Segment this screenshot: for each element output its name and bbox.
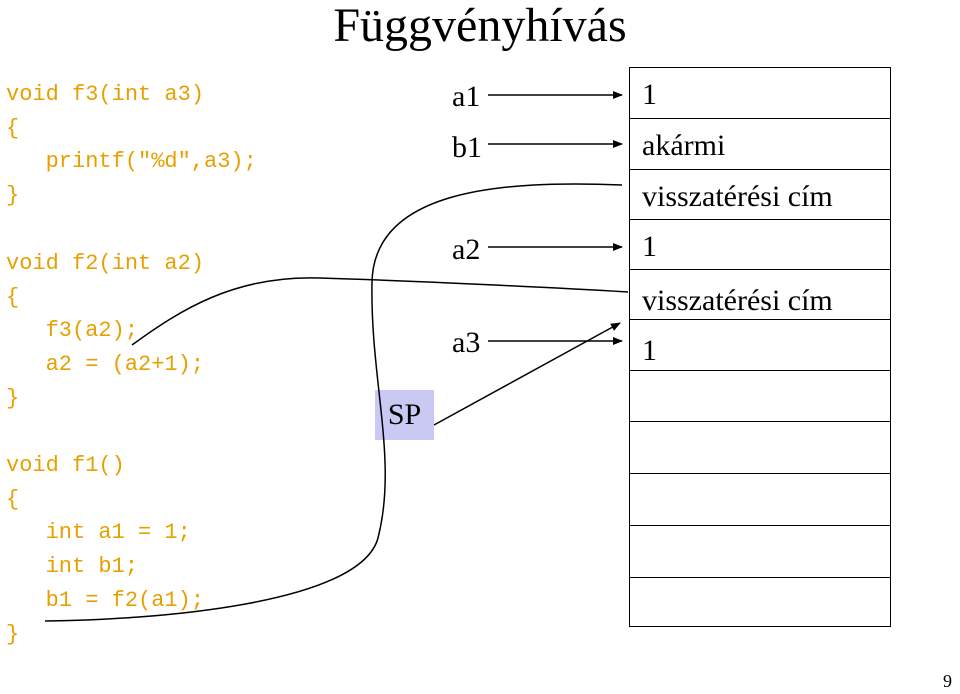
code-line: } bbox=[6, 621, 20, 647]
stack-cell-value: 1 bbox=[642, 334, 657, 367]
stack-cell: visszatérési cím bbox=[630, 170, 890, 220]
stack-cell: visszatérési cím bbox=[630, 270, 890, 320]
label-b1: b1 bbox=[452, 131, 482, 164]
label-a1: a1 bbox=[452, 80, 481, 113]
stack-cell: 1 bbox=[630, 220, 890, 270]
slide-number: 9 bbox=[943, 671, 952, 691]
code-line: } bbox=[6, 385, 20, 411]
code-line: void f2(int a2) bbox=[6, 251, 205, 276]
stack-cell: 1 bbox=[630, 68, 890, 119]
code-block-f2: void f2(int a2) { f3(a2); a2 = (a2+1); } bbox=[6, 247, 204, 416]
stack-pointer-label: SP bbox=[375, 390, 434, 440]
label-a3: a3 bbox=[452, 326, 481, 359]
stack-cell-value: akármi bbox=[642, 129, 726, 162]
code-block-f3: void f3(int a3) { printf(ʺ%dʺ,a3); } bbox=[6, 78, 257, 213]
return-link-f1 bbox=[44, 183, 623, 622]
arrow-sp bbox=[433, 322, 621, 426]
code-line: int b1; bbox=[6, 554, 139, 580]
stack-cell bbox=[630, 526, 890, 578]
code-line: int a1 = 1; bbox=[6, 520, 191, 546]
code-line: void f3(int a3) bbox=[6, 82, 205, 107]
code-line: void f1() bbox=[6, 453, 125, 478]
stack-cell: 1 bbox=[630, 320, 890, 371]
code-line: b1 = f2(a1); bbox=[6, 587, 205, 613]
label-a2: a2 bbox=[452, 233, 481, 266]
code-line: } bbox=[6, 183, 20, 209]
stack-cell-value: 1 bbox=[642, 230, 657, 263]
code-line: { bbox=[6, 284, 20, 310]
code-line: { bbox=[6, 486, 20, 512]
stack-cell-value: visszatérési cím bbox=[642, 180, 833, 213]
return-link-f2 bbox=[131, 277, 629, 346]
stack-cell bbox=[630, 474, 890, 526]
code-line: printf(ʺ%dʺ,a3); bbox=[6, 149, 257, 175]
code-block-f1: void f1() { int a1 = 1; int b1; b1 = f2(… bbox=[6, 449, 204, 651]
code-line: { bbox=[6, 115, 20, 141]
code-line: f3(a2); bbox=[6, 318, 139, 344]
stack-cell bbox=[630, 371, 890, 422]
stack-cell-value: 1 bbox=[642, 78, 657, 111]
slide-title: Függvényhívás bbox=[333, 0, 627, 52]
stack-cell-value: visszatérési cím bbox=[642, 284, 833, 317]
stack-memory: 1 akármi visszatérési cím 1 visszatérési… bbox=[629, 67, 891, 627]
code-line: a2 = (a2+1); bbox=[6, 352, 205, 378]
stack-cell bbox=[630, 422, 890, 474]
stack-cell: akármi bbox=[630, 119, 890, 170]
